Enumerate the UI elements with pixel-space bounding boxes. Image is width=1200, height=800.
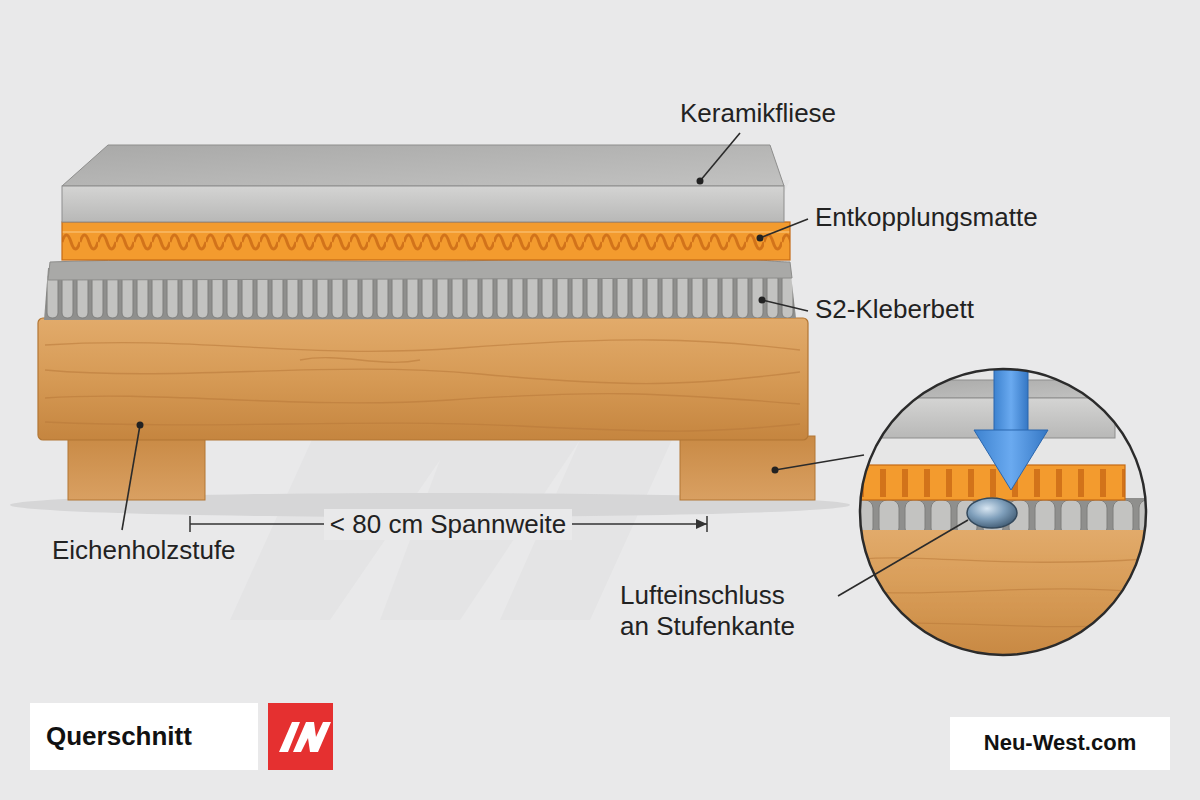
caption-box: Querschnitt [30, 703, 258, 770]
adhesive-bed [44, 255, 796, 320]
detail-magnifier [850, 360, 1160, 670]
magnifier-ring [860, 369, 1146, 655]
pressure-arrow [974, 430, 1048, 490]
step-label: Eichenholzstufe [52, 535, 236, 566]
leader-dots [137, 178, 779, 474]
box-text: Neu-West.com [964, 730, 1156, 756]
span-dimension-label: < 80 cm Spannweite [324, 509, 572, 540]
tile-label: Keramikfliese [680, 98, 836, 129]
mat-label: Entkopplungsmatte [815, 202, 1038, 233]
oak-step [38, 318, 808, 440]
air-bubble [967, 498, 1017, 528]
ceramic-tile [62, 145, 784, 222]
right-support [680, 436, 815, 500]
box-text: Querschnitt [46, 721, 242, 752]
website-box: Neu-West.com [950, 717, 1170, 770]
air-pocket-label: Lufteinschluss an Stufenkante [620, 580, 820, 642]
decoupling-mat [62, 222, 790, 260]
brand-logo [268, 703, 333, 770]
adhesive-label: S2-Kleberbett [815, 294, 974, 325]
